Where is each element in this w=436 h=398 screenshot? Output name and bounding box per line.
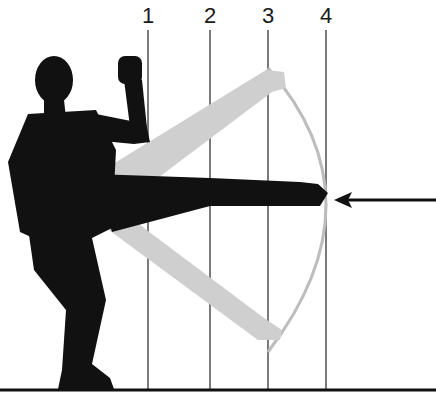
kicker-silhouette [8,56,328,389]
head [35,56,73,104]
rear-arm [14,146,88,188]
forearm [124,80,148,142]
callout-number: 3 [253,4,283,28]
arrow-head [334,192,352,208]
force-arrow [348,199,436,202]
kicking-leg [94,174,328,232]
callout-number: 4 [311,4,341,28]
fist [118,56,142,84]
standing-leg [28,228,114,389]
callout-number: 1 [133,4,163,28]
swing-arc [268,68,326,352]
ground-line [0,389,436,392]
callout-number: 2 [195,4,225,28]
position-line [209,30,210,390]
